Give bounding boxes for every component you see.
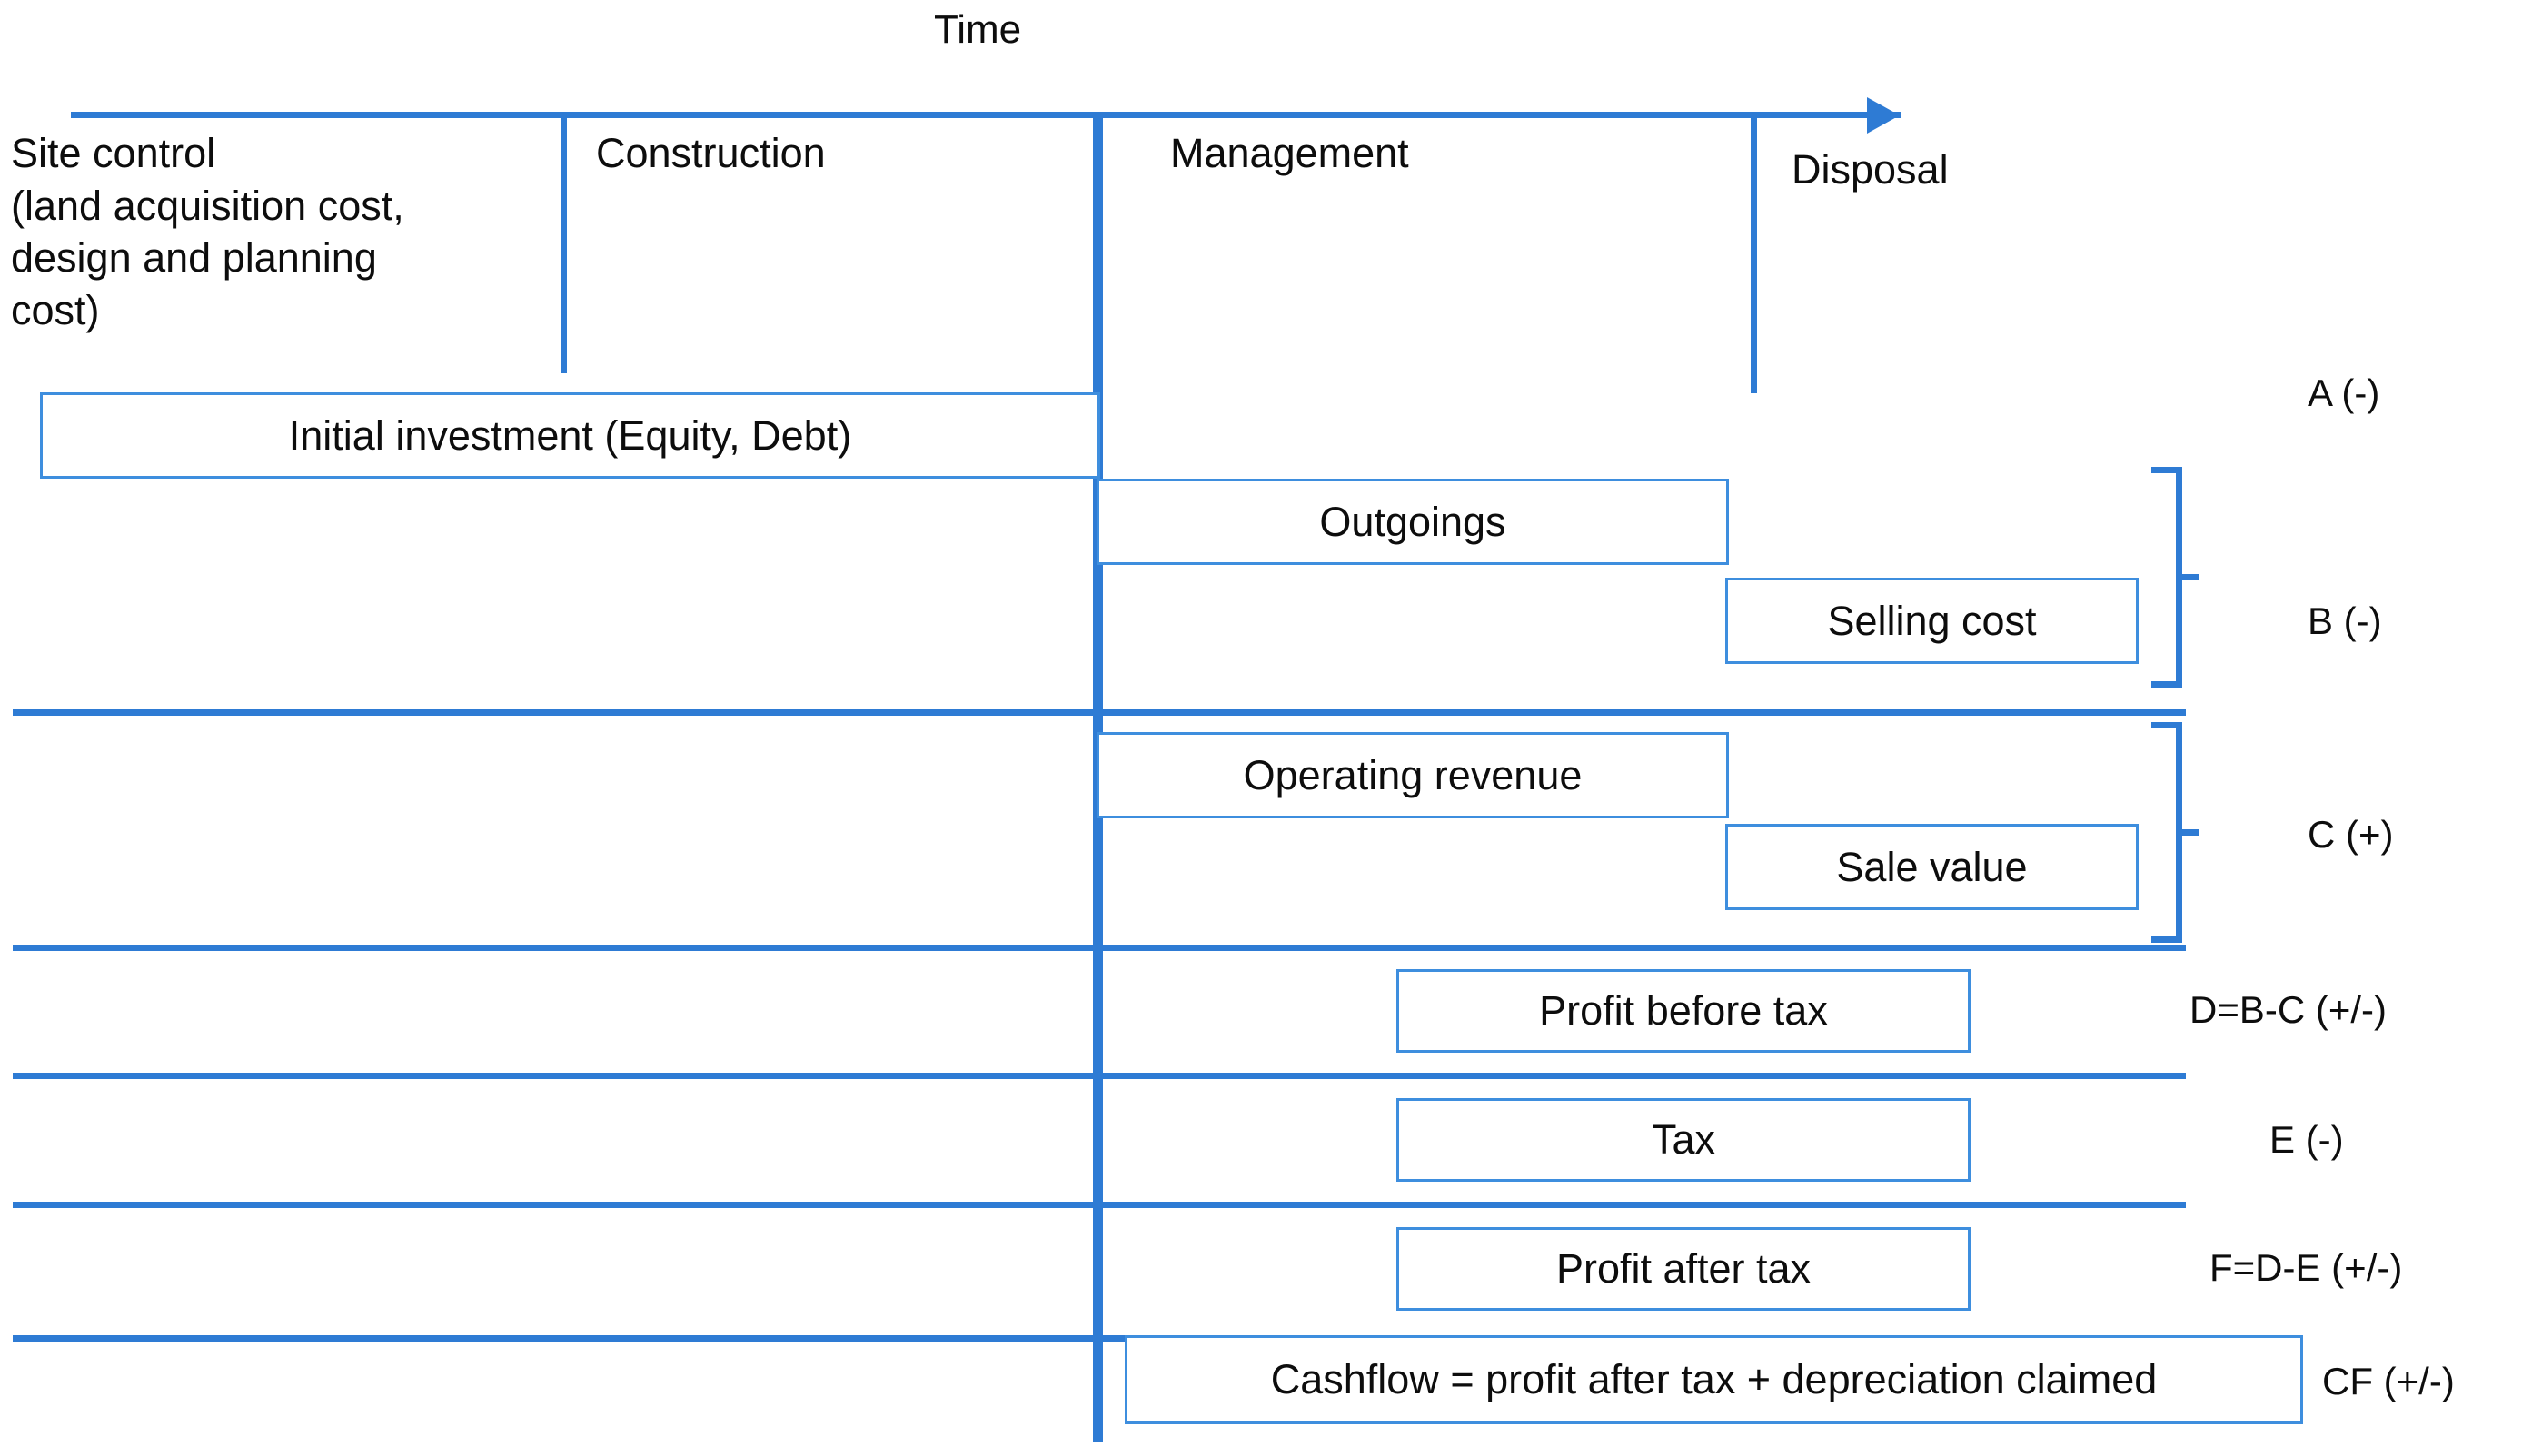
- flow-box-sale-value-label: Sale value: [1836, 843, 2028, 890]
- right-arrow-icon: [1867, 97, 1900, 134]
- diagram-title: Time: [934, 7, 1022, 52]
- flow-box-cashflow: Cashflow = profit after tax + depreciati…: [1125, 1335, 2303, 1424]
- right-label-f: F=D-E (+/-): [2209, 1246, 2403, 1289]
- phase-divider-construction: [561, 116, 567, 373]
- flow-box-tax-label: Tax: [1651, 1116, 1716, 1164]
- section-divider-5: [13, 1335, 2186, 1342]
- timeline-axis: [71, 112, 1901, 118]
- flow-box-operating-revenue-label: Operating revenue: [1243, 751, 1583, 798]
- right-label-c: C (+): [2308, 813, 2394, 856]
- brace-c-nub: [2180, 829, 2199, 836]
- flow-box-selling-cost-label: Selling cost: [1827, 597, 2037, 644]
- phase-label-construction: Construction: [596, 130, 826, 176]
- right-label-e: E (-): [2269, 1118, 2344, 1161]
- flow-box-profit-before-tax: Profit before tax: [1396, 969, 1971, 1053]
- right-label-d: D=B-C (+/-): [2189, 988, 2388, 1031]
- phase-label-disposal: Disposal: [1792, 146, 1949, 193]
- section-divider-4: [13, 1202, 2186, 1208]
- flow-box-profit-after-tax: Profit after tax: [1396, 1227, 1971, 1311]
- flow-box-selling-cost: Selling cost: [1725, 578, 2139, 664]
- flow-box-initial-investment: Initial investment (Equity, Debt): [40, 392, 1100, 479]
- section-divider-2: [13, 945, 2186, 951]
- flow-box-tax: Tax: [1396, 1098, 1971, 1182]
- flow-box-cashflow-label: Cashflow = profit after tax + depreciati…: [1270, 1356, 2158, 1403]
- brace-b: [2151, 467, 2182, 688]
- flow-box-outgoings: Outgoings: [1097, 479, 1729, 565]
- flow-box-profit-after-tax-label: Profit after tax: [1555, 1245, 1812, 1293]
- phase-divider-disposal: [1751, 116, 1757, 393]
- brace-c: [2151, 722, 2182, 943]
- flow-box-operating-revenue: Operating revenue: [1097, 732, 1729, 818]
- flow-box-outgoings-label: Outgoings: [1319, 498, 1506, 545]
- flow-box-sale-value: Sale value: [1725, 824, 2139, 910]
- section-divider-1: [13, 709, 2186, 716]
- right-label-a: A (-): [2308, 371, 2380, 414]
- right-label-b: B (-): [2308, 599, 2382, 642]
- right-label-cf: CF (+/-): [2322, 1360, 2455, 1402]
- brace-b-nub: [2180, 574, 2199, 580]
- phase-label-management: Management: [1170, 130, 1409, 176]
- section-divider-3: [13, 1073, 2186, 1079]
- flow-box-profit-before-tax-label: Profit before tax: [1539, 987, 1828, 1035]
- phase-label-site-control: Site control (land acquisition cost, des…: [11, 130, 404, 333]
- flow-box-initial-investment-label: Initial investment (Equity, Debt): [288, 411, 852, 459]
